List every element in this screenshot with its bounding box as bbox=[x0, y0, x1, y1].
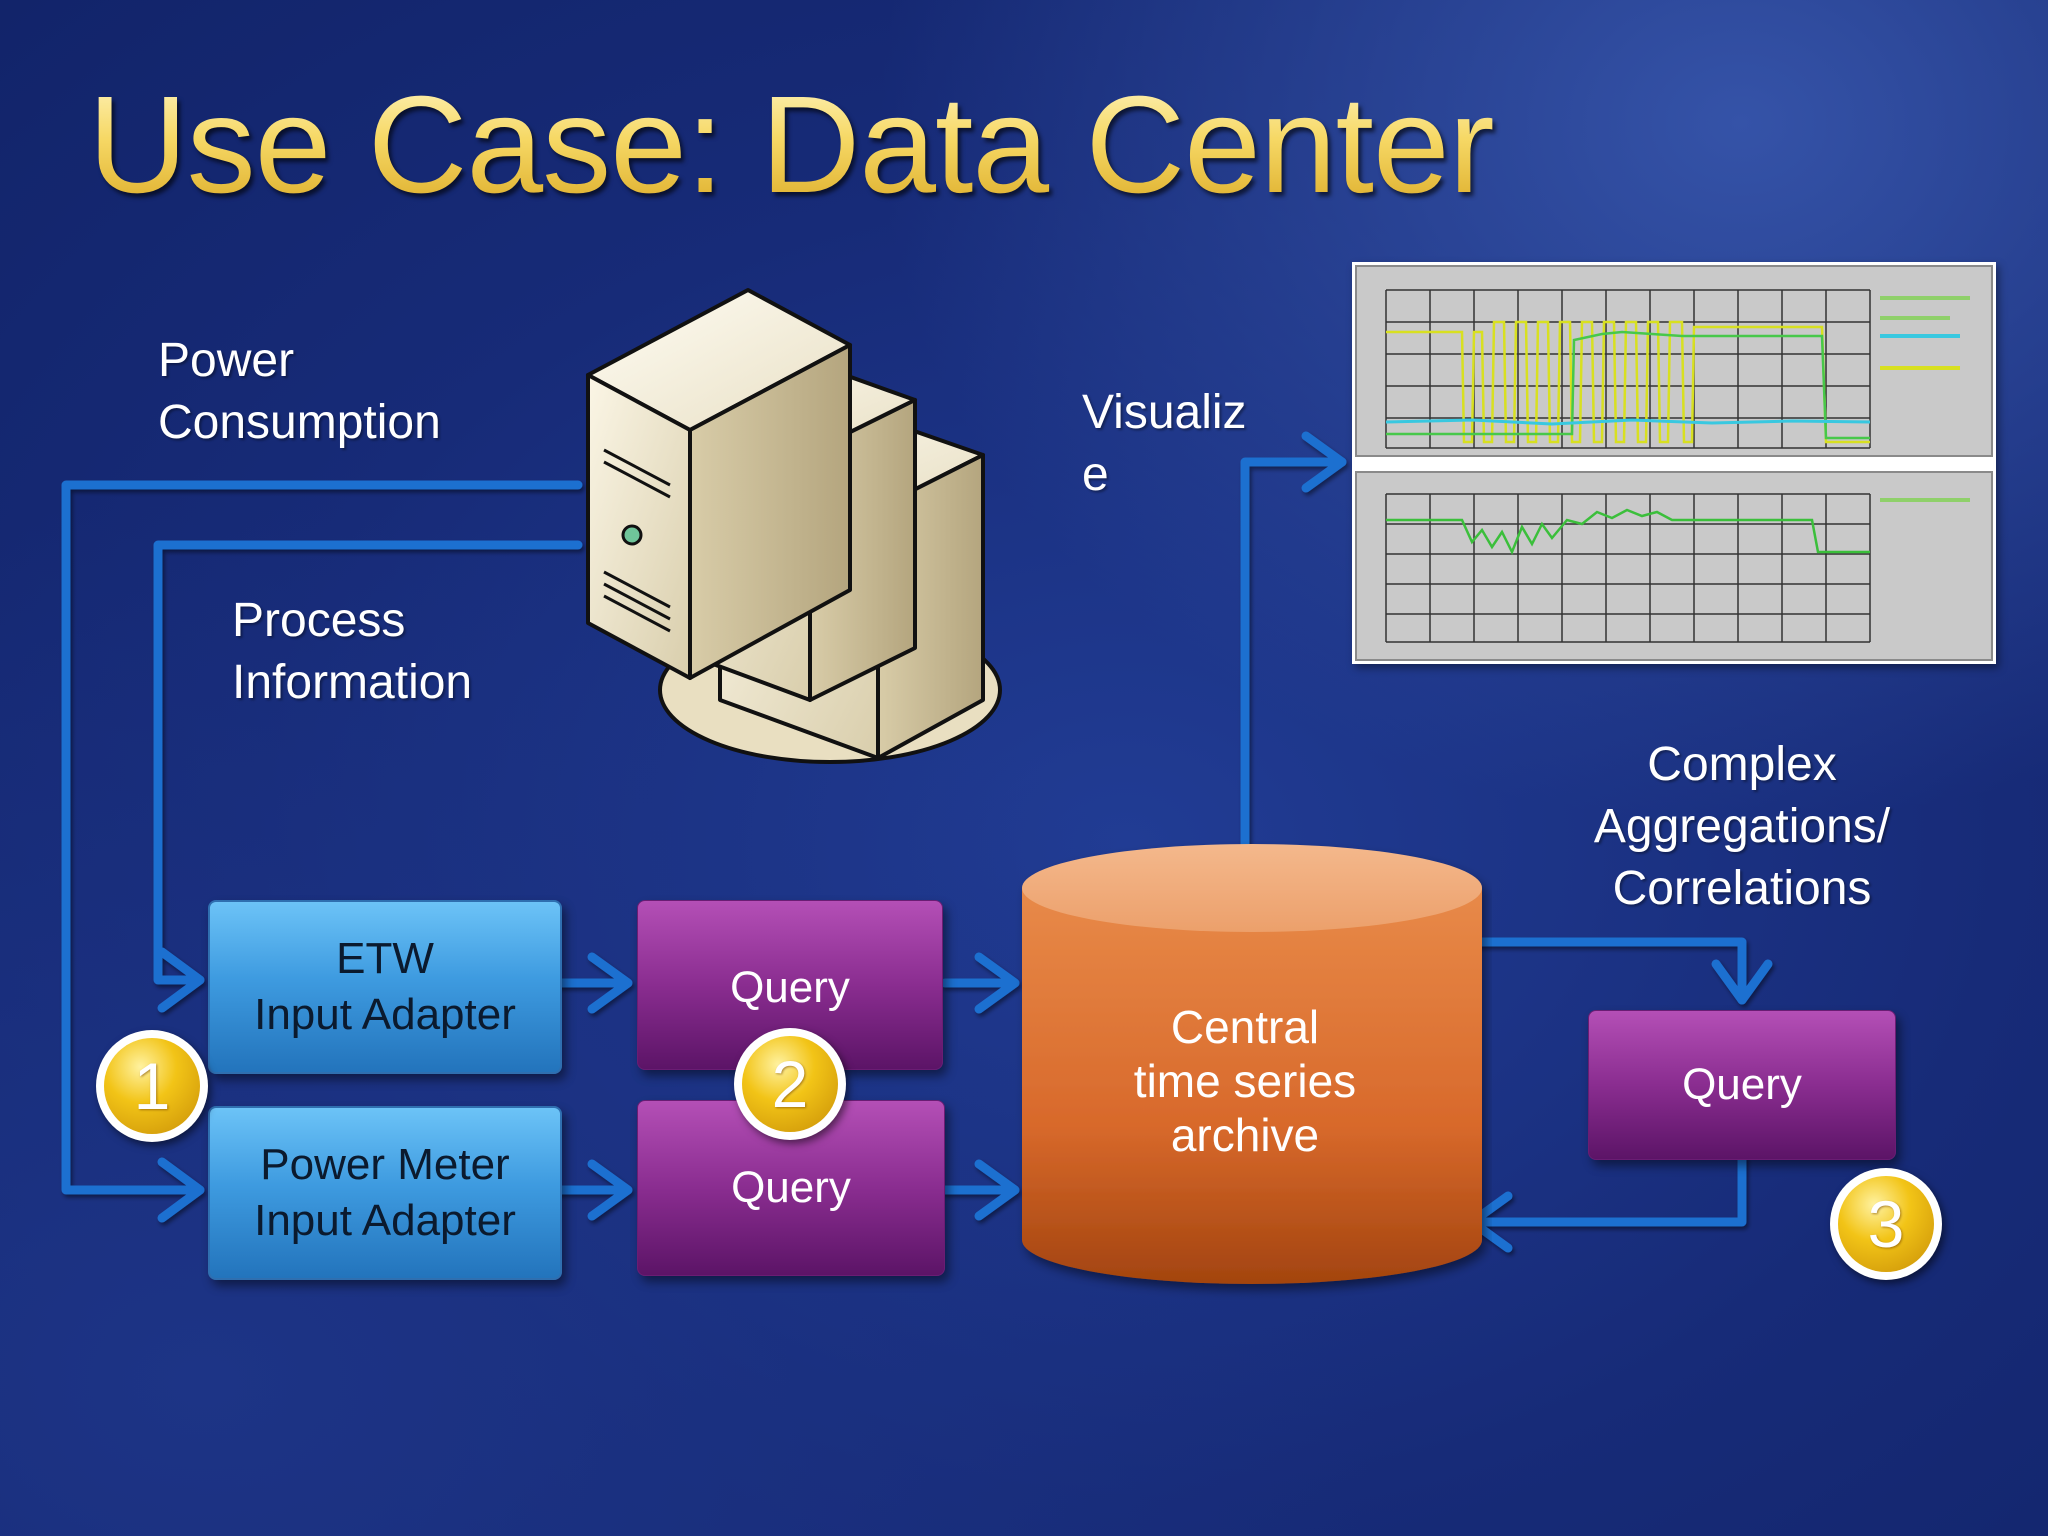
power-meter-adapter-line-1: Power Meter bbox=[260, 1140, 510, 1189]
central-archive-label: Central time series archive bbox=[1025, 1000, 1465, 1162]
central-archive-cylinder bbox=[1022, 844, 1482, 1284]
etw-to-query-arrow bbox=[555, 952, 633, 1014]
archive-line-1: Central bbox=[1170, 1001, 1320, 1053]
server-stack-icon bbox=[586, 288, 1002, 764]
power-meter-arrowhead bbox=[157, 1157, 205, 1223]
power-consumption-line-1: Power bbox=[158, 334, 295, 387]
power-consumption-label: Power Consumption bbox=[158, 330, 441, 454]
archive-to-visualize-connector bbox=[1240, 457, 1347, 855]
step-badge-3: 3 bbox=[1830, 1168, 1942, 1280]
power-consumption-connector bbox=[61, 480, 583, 1195]
query-right-label: Query bbox=[1682, 1060, 1802, 1109]
etw-adapter-line-2: Input Adapter bbox=[254, 990, 516, 1039]
monitoring-chart-graphic bbox=[1355, 265, 1993, 661]
archive-line-2: time series bbox=[1133, 1055, 1357, 1107]
complex-line-3: Correlations bbox=[1612, 862, 1872, 915]
complex-line-1: Complex bbox=[1647, 738, 1837, 791]
step-badge-1: 1 bbox=[96, 1030, 208, 1142]
archive-to-query-connector bbox=[1463, 937, 1747, 1005]
query-top-to-archive-arrow bbox=[940, 952, 1020, 1014]
complex-aggregations-label: Complex Aggregations/ Correlations bbox=[1560, 734, 1924, 920]
slide-title: Use Case: Data Center bbox=[88, 68, 1495, 222]
complex-line-2: Aggregations/ bbox=[1593, 800, 1891, 853]
process-information-line-1: Process bbox=[232, 594, 406, 647]
etw-input-adapter-box: ETW Input Adapter bbox=[208, 900, 562, 1074]
visualize-line-1: Visualiz bbox=[1082, 386, 1247, 439]
visualize-line-2: e bbox=[1082, 448, 1109, 501]
etw-arrowhead bbox=[157, 947, 205, 1013]
visualize-label: Visualiz e bbox=[1082, 382, 1247, 506]
query-to-archive-connector bbox=[1467, 1153, 1747, 1227]
process-information-line-2: Information bbox=[232, 656, 473, 709]
query-box-right: Query bbox=[1588, 1010, 1896, 1160]
power-meter-adapter-line-2: Input Adapter bbox=[254, 1196, 516, 1245]
query-top-label: Query bbox=[730, 963, 850, 1012]
step-badge-1-number: 1 bbox=[104, 1038, 200, 1134]
query-bottom-to-archive-arrow bbox=[940, 1159, 1020, 1221]
power-consumption-line-2: Consumption bbox=[158, 396, 441, 449]
powermeter-to-query-arrow bbox=[555, 1159, 633, 1221]
step-badge-2-number: 2 bbox=[742, 1036, 838, 1132]
step-badge-3-number: 3 bbox=[1838, 1176, 1934, 1272]
query-bottom-label: Query bbox=[731, 1163, 851, 1212]
query-right-arrowhead bbox=[1711, 959, 1773, 1005]
etw-adapter-line-1: ETW bbox=[336, 934, 434, 983]
archive-line-3: archive bbox=[1170, 1109, 1320, 1161]
process-information-label: Process Information bbox=[232, 590, 472, 714]
power-meter-input-adapter-box: Power Meter Input Adapter bbox=[208, 1106, 562, 1280]
process-information-connector bbox=[153, 540, 583, 985]
step-badge-2: 2 bbox=[734, 1028, 846, 1140]
visualize-arrowhead bbox=[1301, 431, 1347, 493]
monitoring-chart-screenshot bbox=[1352, 262, 1996, 664]
